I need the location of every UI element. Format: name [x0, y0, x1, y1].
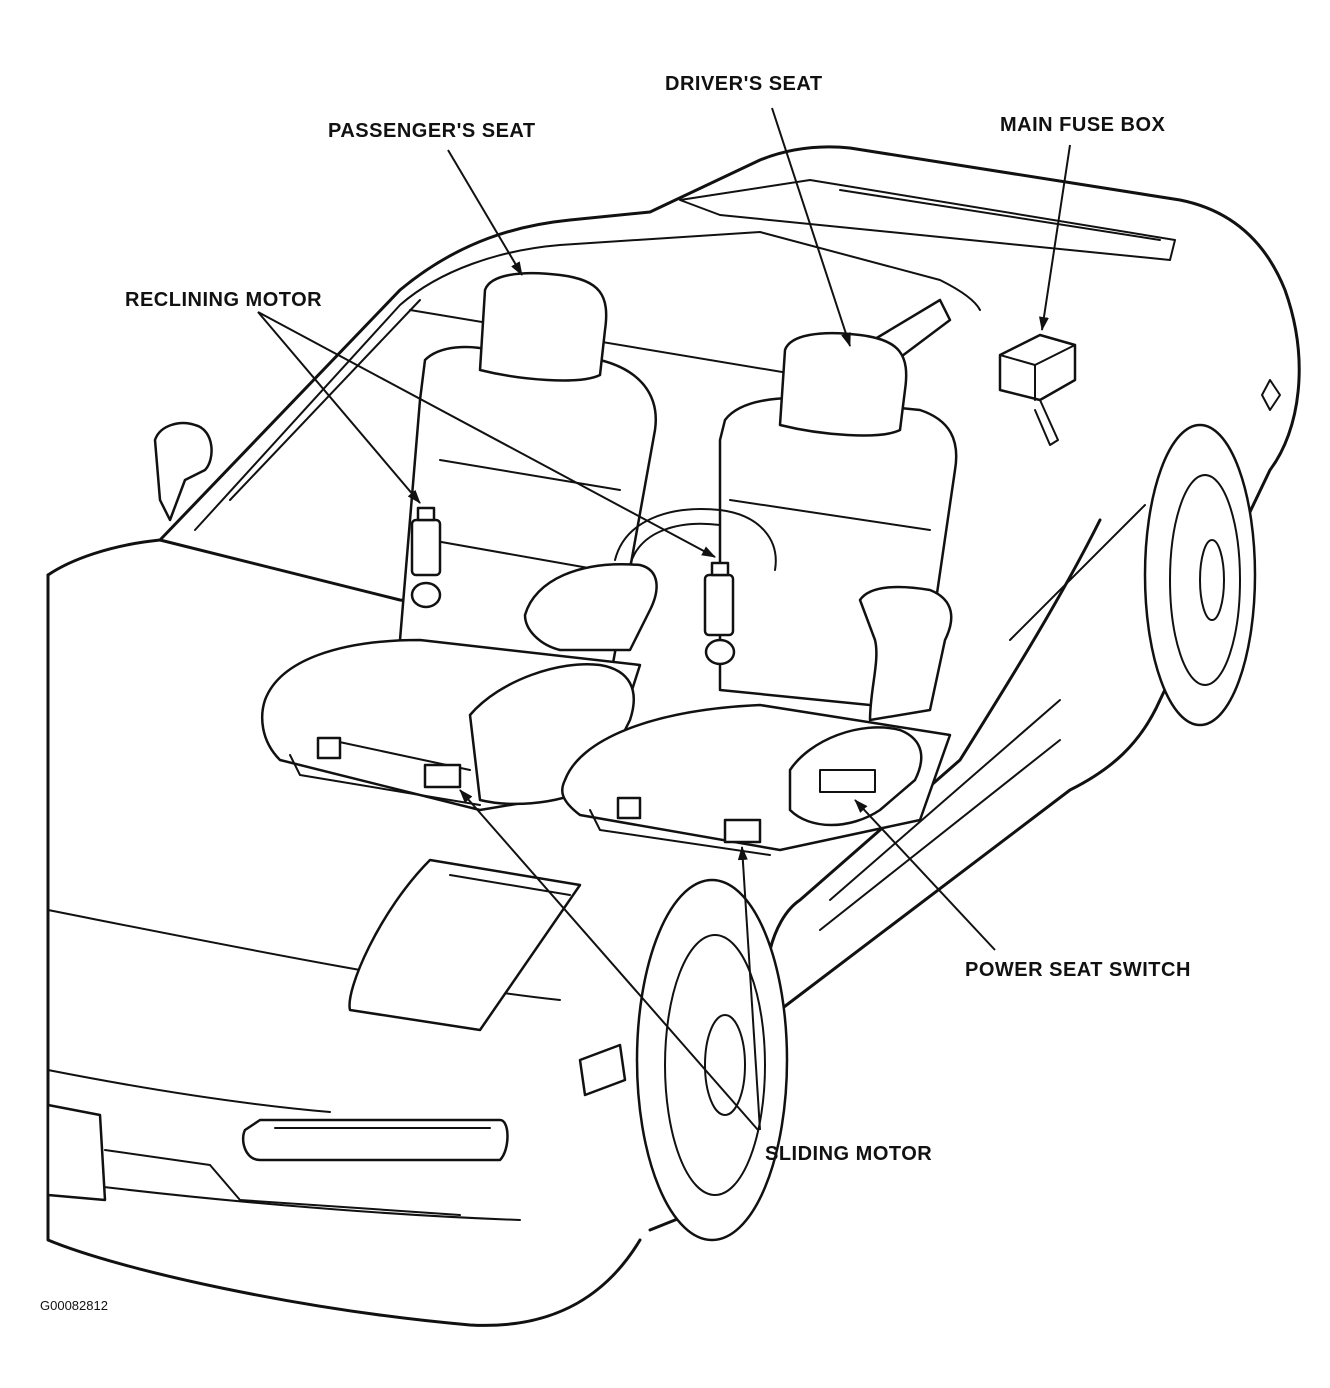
label-power-seat-switch: POWER SEAT SWITCH [965, 959, 1191, 981]
label-passenger-seat: PASSENGER'S SEAT [328, 120, 536, 142]
label-sliding-motor: SLIDING MOTOR [765, 1143, 933, 1165]
label-reclining-motor: RECLINING MOTOR [125, 289, 323, 311]
front-grille [46, 1043, 627, 1216]
leader-lines [257, 107, 1071, 1131]
hood-vent [348, 858, 582, 1032]
label-main-fuse-box: MAIN FUSE BOX [1000, 114, 1166, 136]
passenger-seat [260, 271, 657, 812]
center-console [523, 563, 658, 652]
car-body [46, 145, 1301, 1327]
rear-wheel [1143, 423, 1257, 727]
reclining-motor-driver [703, 561, 736, 666]
side-mirror [153, 421, 213, 522]
label-drivers-seat: DRIVER'S SEAT [665, 73, 823, 95]
driver-seat [561, 331, 958, 856]
front-wheel [635, 878, 789, 1242]
reclining-motor-passenger [410, 506, 442, 609]
fuse-box [998, 333, 1077, 446]
figure-id: G00082812 [40, 1298, 108, 1313]
